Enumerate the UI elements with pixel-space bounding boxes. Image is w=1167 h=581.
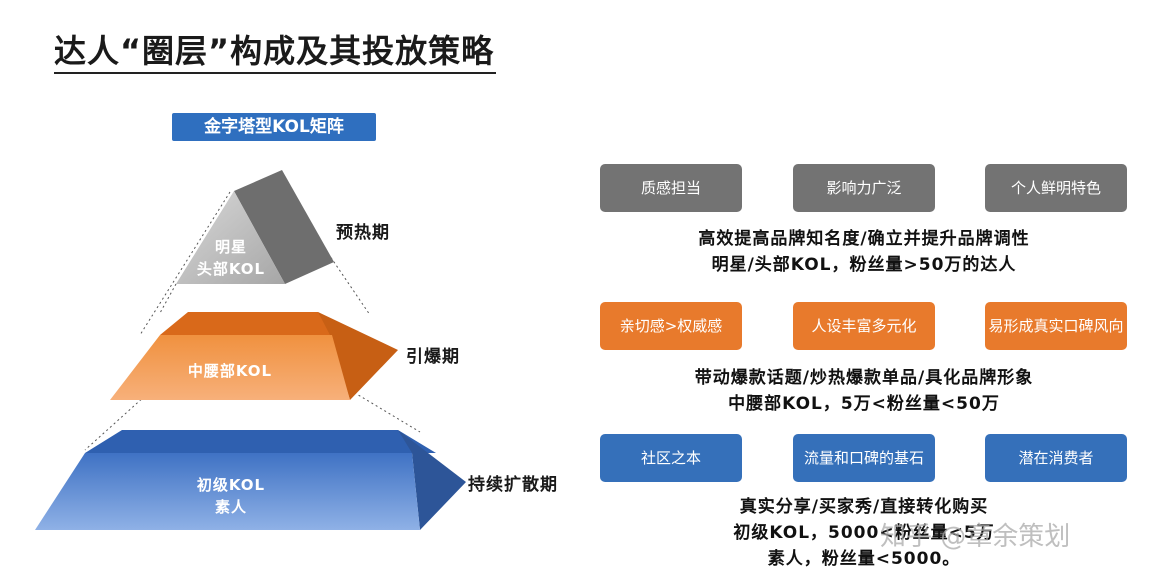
group-1-desc-line1: 高效提高品牌知名度/确立并提升品牌调性 bbox=[698, 229, 1030, 249]
tag-personality: 个人鲜明特色 bbox=[985, 164, 1127, 212]
tier-middle-label-line1: 中腰部KOL bbox=[187, 362, 273, 380]
tag-approachable: 亲切感>权威感 bbox=[600, 302, 742, 350]
tier-bottom-label-line1: 初级KOL bbox=[196, 476, 266, 494]
tier-middle-front bbox=[110, 335, 350, 400]
group-1-desc-line2: 明星/头部KOL，粉丝量>50万的达人 bbox=[711, 255, 1017, 275]
tier-bottom-front bbox=[35, 453, 420, 530]
title-underline bbox=[54, 72, 496, 74]
tier-middle-top bbox=[160, 312, 350, 335]
group-3-description: 真实分享/买家秀/直接转化购买 初级KOL，5000<粉丝量<5万 素人，粉丝量… bbox=[600, 494, 1128, 572]
tier-top-side bbox=[234, 170, 334, 284]
tag-quality: 质感担当 bbox=[600, 164, 742, 212]
tier-bottom-label-line2: 素人 bbox=[214, 498, 247, 516]
tag-consumers: 潜在消费者 bbox=[985, 434, 1127, 482]
group-1-description: 高效提高品牌知名度/确立并提升品牌调性 明星/头部KOL，粉丝量>50万的达人 bbox=[600, 226, 1128, 278]
group-3-desc-line1: 真实分享/买家秀/直接转化购买 bbox=[739, 497, 989, 517]
tier-top-front bbox=[176, 191, 285, 284]
group-2-desc-line2: 中腰部KOL，5万<粉丝量<50万 bbox=[728, 394, 1000, 414]
pyramid-diagram bbox=[35, 170, 466, 530]
tier-middle-label: 中腰部KOL bbox=[160, 360, 300, 382]
tier-top-label-line1: 明星 bbox=[214, 238, 247, 256]
group-2-desc-line1: 带动爆款话题/炒热爆款单品/具化品牌形象 bbox=[694, 368, 1034, 388]
tier-bottom-label: 初级KOL 素人 bbox=[168, 474, 294, 518]
group-2-description: 带动爆款话题/炒热爆款单品/具化品牌形象 中腰部KOL，5万<粉丝量<50万 bbox=[600, 365, 1128, 417]
tier-bottom-side bbox=[398, 430, 466, 530]
tier-top-label: 明星 头部KOL bbox=[182, 236, 280, 280]
group-3-desc-line3: 素人，粉丝量<5000。 bbox=[767, 549, 961, 569]
pyramid-label: 金字塔型KOL矩阵 bbox=[172, 113, 376, 141]
tag-word-of-mouth: 易形成真实口碑风向 bbox=[985, 302, 1127, 350]
tier-bottom-top bbox=[85, 430, 436, 453]
tag-community: 社区之本 bbox=[600, 434, 742, 482]
group-3-desc-line2: 初级KOL，5000<粉丝量<5万 bbox=[733, 523, 995, 543]
page-title: 达人“圈层”构成及其投放策略 bbox=[54, 32, 495, 70]
phase-spread: 持续扩散期 bbox=[468, 475, 558, 495]
phase-preheat: 预热期 bbox=[336, 223, 390, 243]
tier-top-label-line2: 头部KOL bbox=[196, 260, 266, 278]
watermark: 知乎 @章余策划 bbox=[880, 522, 1071, 552]
phase-explosion: 引爆期 bbox=[406, 347, 460, 367]
tag-influence: 影响力广泛 bbox=[793, 164, 935, 212]
tag-persona: 人设丰富多元化 bbox=[793, 302, 935, 350]
tag-foundation: 流量和口碑的基石 bbox=[793, 434, 935, 482]
tier-middle-side bbox=[318, 312, 398, 400]
